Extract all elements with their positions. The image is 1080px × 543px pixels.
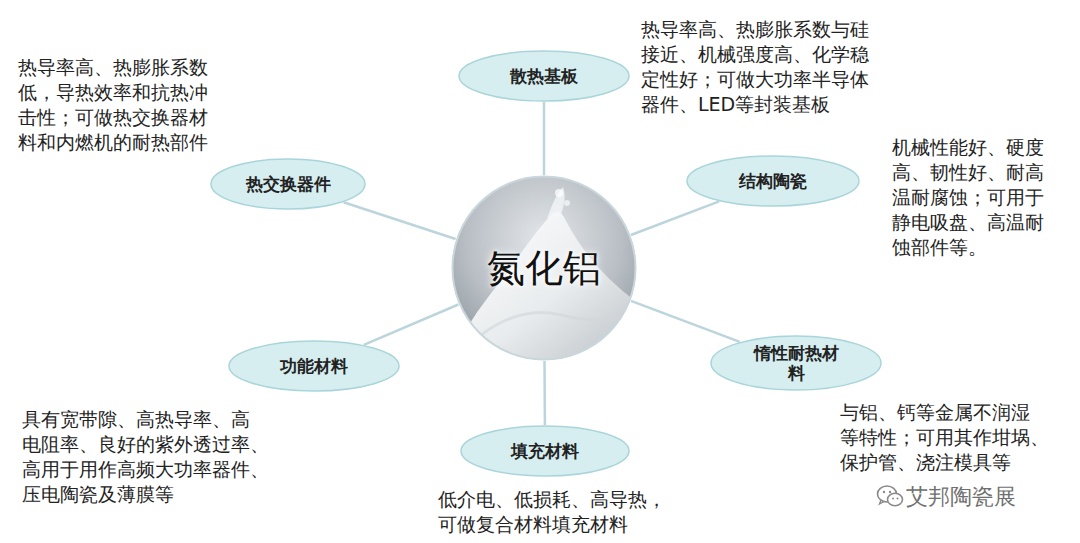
connector-line bbox=[543, 102, 546, 175]
category-heading: 热交换器件 bbox=[246, 174, 331, 194]
category-heading: 惰性耐热材 料 bbox=[751, 343, 841, 383]
category-ellipse: 散热基板热导率高、热膨胀系数与硅 接近、机械强度高、化学稳 定性好；可做大功率半… bbox=[458, 50, 630, 102]
category-heading: 填充材料 bbox=[511, 441, 579, 461]
category-ellipse: 热交换器件热导率高、热膨胀系数 低，导热效率和抗热冲 击性；可做热交换器材 料和… bbox=[210, 158, 366, 210]
category-heading: 散热基板 bbox=[510, 66, 578, 86]
category-heading: 功能材料 bbox=[280, 356, 348, 376]
category-ellipse: 结构陶瓷机械性能好、硬度 高、韧性好、耐高 温耐腐蚀；可用于 静电吸盘、高温耐 … bbox=[686, 155, 860, 207]
category-ellipse: 惰性耐热材 料与铝、钙等金属不润湿 等特性；可用其作坩埚、 保护管、浇注模具等 bbox=[710, 335, 882, 391]
description-text: 低介电、低损耗、高导热， 可做复合材料填充材料 bbox=[438, 487, 676, 537]
description-text: 与铝、钙等金属不润湿 等特性；可用其作坩埚、 保护管、浇注模具等 bbox=[840, 400, 1059, 475]
connector-line bbox=[631, 301, 740, 342]
description-text: 热导率高、热膨胀系数 低，导热效率和抗热冲 击性；可做热交换器材 料和内燃机的耐… bbox=[18, 55, 218, 155]
wechat-icon bbox=[876, 484, 904, 510]
connector-line bbox=[631, 201, 719, 235]
connector-line bbox=[344, 202, 456, 239]
description-text: 具有宽带隙、高热导率、高 电阻率、良好的紫外透过率、 高用于用作高频大功率器件、… bbox=[22, 407, 279, 507]
category-ellipse: 功能材料具有宽带隙、高热导率、高 电阻率、良好的紫外透过率、 高用于用作高频大功… bbox=[228, 340, 400, 392]
connector-line bbox=[364, 305, 459, 345]
description-text: 热导率高、热膨胀系数与硅 接近、机械强度高、化学稳 定性好；可做大功率半导体 器… bbox=[641, 17, 879, 117]
center-circle: 氮化铝 bbox=[451, 175, 637, 361]
category-heading: 结构陶瓷 bbox=[739, 171, 807, 191]
category-ellipse: 填充材料低介电、低损耗、高导热， 可做复合材料填充材料 bbox=[460, 425, 630, 477]
watermark: 艾邦陶瓷展 bbox=[906, 484, 1016, 510]
center-title: 氮化铝 bbox=[487, 246, 601, 290]
connector-line bbox=[543, 361, 546, 425]
description-text: 机械性能好、硬度 高、韧性好、耐高 温耐腐蚀；可用于 静电吸盘、高温耐 蚀部件等… bbox=[892, 135, 1054, 260]
